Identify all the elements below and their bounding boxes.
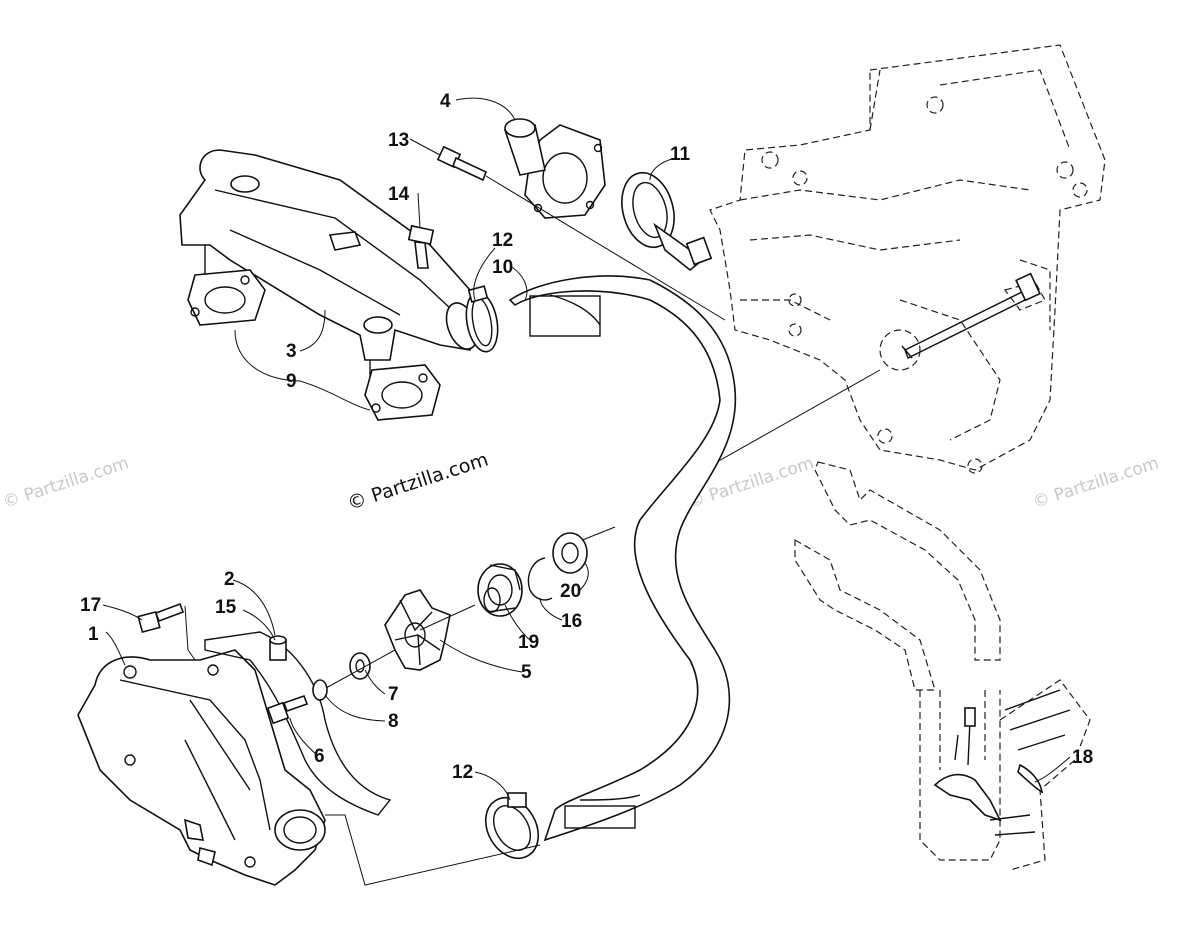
hose-clamp-lower [484,792,540,859]
callout-18: 18 [1072,747,1093,768]
callout-17: 17 [80,595,101,616]
callout-15: 15 [215,597,237,618]
callout-1: 1 [88,624,99,645]
watermarks: © Partzilla.com © Partzilla.com © Partzi… [0,453,1161,513]
callout-20: 20 [560,581,581,602]
bolt-14 [407,224,435,269]
watermark-right: © Partzilla.com [1030,453,1161,513]
callout-5: 5 [521,662,532,683]
watermark-left: © Partzilla.com [0,453,131,513]
bolt-17 [137,602,196,661]
outlet-alignment-line [325,814,541,886]
dowel-pin [269,635,287,661]
coolant-hose [508,275,737,842]
thermostat-cover [503,118,606,219]
pump-shaft [901,272,1041,359]
bolt-13 [436,145,726,321]
mechanical-seal [477,563,523,617]
gasket-upper [187,269,266,326]
thermostat [621,171,713,272]
callout-13: 13 [388,130,409,151]
callout-2: 2 [224,569,235,590]
callout-10: 10 [492,257,513,278]
pump-axis-line [325,604,476,689]
callout-19: 19 [518,632,539,653]
callout-14: 14 [388,184,410,205]
callout-4: 4 [440,91,451,112]
copyright-notice: © Partzilla.com [345,449,491,515]
breather-hose-assembly [794,461,1091,871]
callout-9: 9 [286,371,297,392]
bolt-6 [266,694,309,725]
callout-7: 7 [388,684,399,705]
impeller [384,589,451,671]
engine-block-outline [709,44,1106,474]
leaders [102,97,1071,801]
seal-washer-7 [349,652,371,680]
washer-8 [312,679,328,701]
callout-16: 16 [561,611,582,632]
circlip [527,557,553,601]
oil-seal [552,532,588,574]
callout-6: 6 [314,746,325,767]
water-pump-cover [77,649,326,886]
callout-12-upper: 12 [492,230,513,251]
callout-11: 11 [670,144,691,165]
callout-12-lower: 12 [452,762,473,783]
callout-8: 8 [388,711,399,732]
callouts: 1 2 3 4 5 6 7 8 9 10 11 12 12 13 14 15 1… [80,91,1093,783]
callout-3: 3 [286,341,297,362]
thermostat-housing [179,149,481,385]
gasket-lower [364,364,441,421]
clamp-18 [1017,763,1044,794]
